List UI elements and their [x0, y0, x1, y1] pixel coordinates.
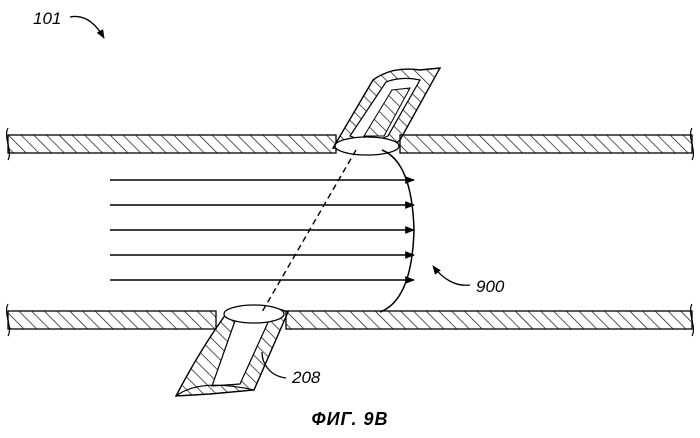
lower-pipe-wall [7, 304, 694, 336]
label-208: 208 [291, 368, 321, 387]
velocity-profile-curve [380, 150, 414, 312]
flow-arrows [110, 180, 414, 280]
acoustic-path-dashed [262, 150, 356, 312]
figure-caption: ФИГ. 9B [312, 409, 389, 429]
label-900: 900 [476, 277, 505, 296]
leader-101-arrow [70, 16, 104, 38]
label-101: 101 [33, 9, 61, 28]
leader-900-arrow [433, 266, 470, 285]
